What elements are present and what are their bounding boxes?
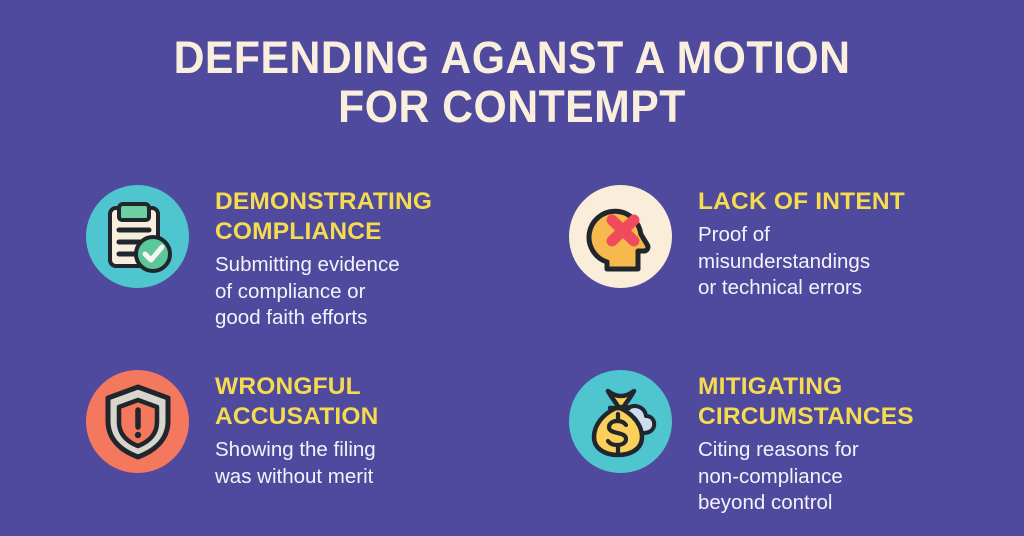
item-heading-line-2: CIRCUMSTANCES [698, 403, 914, 430]
item-desc-line-2: of compliance or [215, 279, 366, 303]
item-desc-line-1: Submitting evidence [215, 253, 400, 276]
item-desc-line-3: beyond control [698, 491, 833, 514]
page-title: DEFENDING AGANST A MOTION FOR CONTEMPT [26, 33, 999, 131]
list-item-wrongful-accusation: WRONGFUL ACCUSATION Showing the filing w… [86, 362, 379, 490]
head-x-icon [569, 185, 672, 288]
page-title-line-1: DEFENDING AGANST A MOTION [173, 32, 851, 83]
item-desc-line-2: misunderstandings [698, 249, 871, 273]
item-desc-line-3: good faith efforts [215, 306, 368, 329]
list-item-mitigating-circumstances: MITIGATING CIRCUMSTANCES Citing reasons … [569, 362, 914, 517]
item-text-block: DEMONSTRATING COMPLIANCE Submitting evid… [215, 177, 432, 332]
item-heading-line-2: COMPLIANCE [215, 218, 382, 245]
item-heading: LACK OF INTENT [698, 187, 905, 217]
item-description: Citing reasons for non-compliance beyond… [698, 437, 914, 517]
item-heading: MITIGATING CIRCUMSTANCES [698, 372, 914, 432]
item-text-block: WRONGFUL ACCUSATION Showing the filing w… [215, 362, 379, 490]
page-title-line-2: FOR CONTEMPT [338, 81, 686, 132]
item-heading-line-2: ACCUSATION [215, 403, 379, 430]
item-desc-line-1: Showing the filing [215, 438, 376, 461]
item-heading: WRONGFUL ACCUSATION [215, 372, 379, 432]
item-description: Proof of misunderstandings or technical … [698, 222, 905, 302]
item-desc-line-1: Proof of [698, 223, 770, 246]
item-heading: DEMONSTRATING COMPLIANCE [215, 187, 432, 247]
item-description: Showing the filing was without merit [215, 437, 379, 490]
item-desc-line-2: non-compliance [698, 464, 843, 488]
item-heading-line-1: DEMONSTRATING [215, 188, 433, 215]
item-desc-line-3: or technical errors [698, 276, 863, 299]
money-bag-cloud-icon [569, 370, 672, 473]
item-heading-line-1: LACK OF INTENT [698, 188, 905, 215]
item-description: Submitting evidence of compliance or goo… [215, 252, 432, 332]
item-desc-line-1: Citing reasons for [698, 438, 859, 461]
shield-alert-icon [86, 370, 189, 473]
item-text-block: LACK OF INTENT Proof of misunderstanding… [698, 177, 905, 302]
item-heading-line-1: MITIGATING [698, 373, 843, 400]
list-item-lack-of-intent: LACK OF INTENT Proof of misunderstanding… [569, 177, 905, 302]
clipboard-check-icon [86, 185, 189, 288]
item-desc-line-2: was without merit [215, 464, 374, 488]
item-text-block: MITIGATING CIRCUMSTANCES Citing reasons … [698, 362, 914, 517]
list-item-demonstrating-compliance: DEMONSTRATING COMPLIANCE Submitting evid… [86, 177, 432, 332]
item-heading-line-1: WRONGFUL [215, 373, 361, 400]
